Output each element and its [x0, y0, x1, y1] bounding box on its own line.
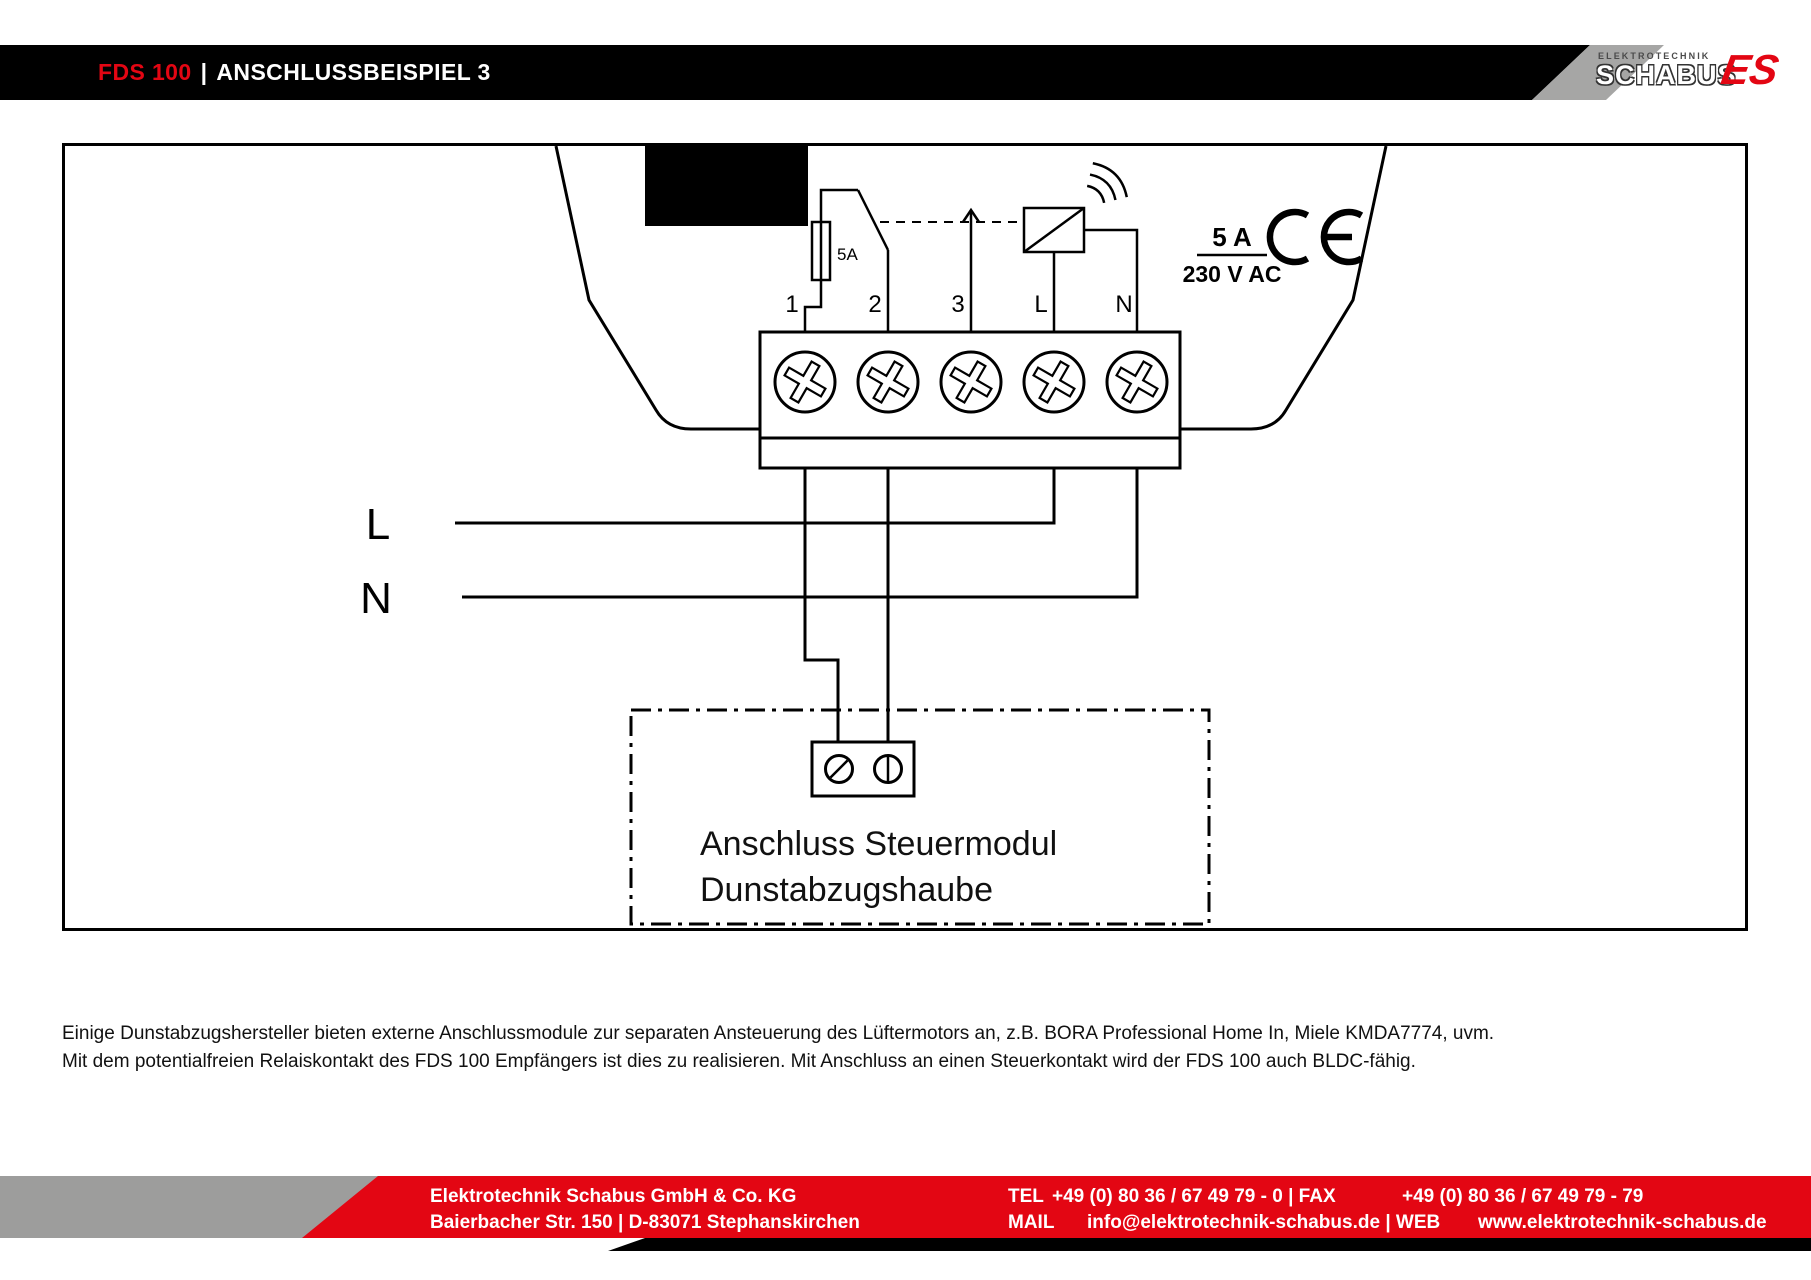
company-logo: ELEKTROTECHNIK SCHABUS ES [1596, 46, 1783, 105]
terminal-label-3: 3 [951, 291, 964, 318]
footer-mail-label: MAIL [1008, 1212, 1055, 1233]
logo-es-mark-icon: ES [1717, 46, 1783, 93]
product-name: FDS 100 [98, 59, 192, 85]
module-wire-1 [803, 468, 840, 742]
mains-n-label: N [360, 574, 392, 623]
module-screw-left-slot [829, 759, 849, 779]
description-text: Einige Dunstabzugshersteller bieten exte… [62, 1020, 1722, 1076]
footer-web-value: www.elektrotechnik-schabus.de [1478, 1212, 1767, 1233]
mains-l-label: L [366, 500, 390, 549]
terminal3-contact-arrow [961, 207, 981, 223]
rating-voltage: 230 V AC [1183, 261, 1282, 287]
logo-line-schabus: SCHABUS [1596, 60, 1737, 90]
radio-waves-icon [1086, 162, 1128, 204]
screw-terminal-2 [856, 350, 920, 414]
footer-tel-value: +49 (0) 80 36 / 67 49 79 - 0 | FAX [1052, 1186, 1336, 1207]
internal-schematic: 5A [803, 162, 1139, 332]
module-boundary [629, 708, 1211, 926]
fuse-feed-wire [803, 188, 858, 332]
footer-mail-value: info@elektrotechnik-schabus.de | WEB [1087, 1212, 1441, 1233]
control-module-box: Anschluss Steuermodul Dunstabzugshaube [629, 708, 1211, 926]
screw-terminal-n [1105, 350, 1169, 414]
terminal-labels: 1 2 3 L N [785, 291, 1132, 318]
screw-terminal-3 [939, 350, 1003, 414]
terminal-block-base [758, 436, 1182, 470]
mains-n-wire [462, 468, 1139, 599]
rating-current: 5 A [1212, 222, 1252, 252]
fuse-symbol [810, 220, 832, 282]
terminal-label-2: 2 [868, 291, 881, 318]
ce-mark-icon [1266, 208, 1364, 266]
footer-company-address: Baierbacher Str. 150 | D-83071 Stephansk… [430, 1212, 860, 1233]
terminal-label-n: N [1115, 291, 1132, 318]
relay-coil-diagonal [1023, 206, 1085, 254]
screw-terminal-1 [773, 350, 837, 414]
footer-company-name: Elektrotechnik Schabus GmbH & Co. KG [430, 1186, 797, 1207]
footer-bottom-strip [608, 1238, 1811, 1251]
terminal-label-1: 1 [785, 291, 798, 318]
description-line-2: Mit dem potentialfreien Relaiskontakt de… [62, 1051, 1416, 1072]
terminal-block [758, 330, 1182, 470]
header-bar: FDS 100 | ANSCHLUSSBEISPIEL 3 [0, 45, 1590, 100]
module-label-line2: Dunstabzugshaube [700, 871, 993, 909]
screw-terminal-l [1022, 350, 1086, 414]
diagram-frame: 5A 5 A 230 V AC [62, 143, 1748, 931]
fuse-rating-label: 5A [837, 245, 858, 264]
external-wiring: L N [360, 468, 1139, 742]
description-line-1: Einige Dunstabzugshersteller bieten exte… [62, 1023, 1495, 1044]
device-label-area [645, 146, 808, 226]
rating-block: 5 A 230 V AC [1183, 222, 1282, 287]
module-label-line1: Anschluss Steuermodul [700, 825, 1057, 863]
mains-l-wire [455, 468, 1056, 525]
page-title: FDS 100 | ANSCHLUSSBEISPIEL 3 [98, 59, 491, 86]
title-separator: | [200, 59, 208, 85]
footer-fax-value: +49 (0) 80 36 / 67 49 79 - 79 [1402, 1186, 1644, 1207]
logo-line-elektrotechnik: ELEKTROTECHNIK [1598, 51, 1711, 61]
document-title: ANSCHLUSSBEISPIEL 3 [216, 59, 491, 85]
terminal-label-l: L [1034, 291, 1047, 318]
coil-to-n-wire [1084, 228, 1139, 332]
switch-blade [856, 189, 890, 251]
footer-tel-label: TEL [1008, 1186, 1044, 1207]
wiring-diagram: 5A 5 A 230 V AC [360, 146, 1388, 926]
